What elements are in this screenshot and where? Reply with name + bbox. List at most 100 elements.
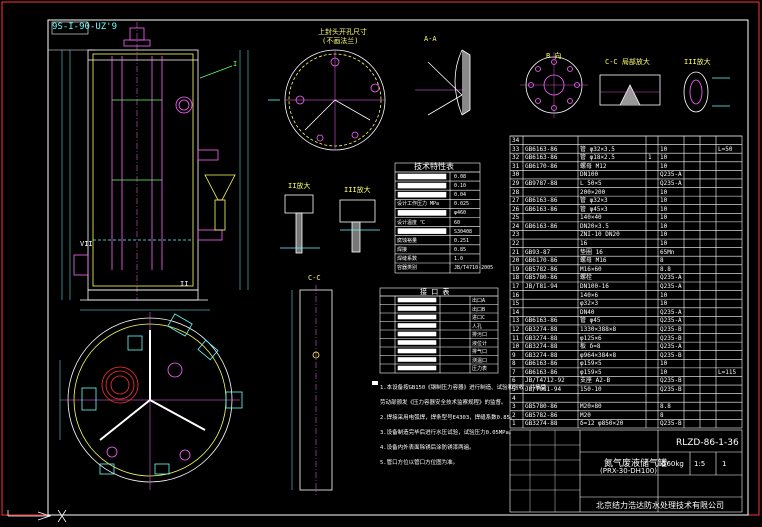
view-cc-support[interactable] xyxy=(291,285,333,495)
bom-cell: Q235-A xyxy=(660,171,682,179)
bom-cell: 16 xyxy=(512,291,520,299)
bom-cell: GB93-87 xyxy=(525,248,551,256)
bom-cell: 5 xyxy=(512,386,516,394)
bom-cell: 10 xyxy=(660,222,668,230)
nozzle-table xyxy=(379,287,499,374)
bom-cell: Q235-A xyxy=(660,274,682,282)
view-aa[interactable] xyxy=(415,49,471,116)
bom-cell: 板 δ=8 xyxy=(580,343,601,351)
bom-cell: 10 xyxy=(660,368,668,376)
bom-cell: 140×6 xyxy=(580,291,599,299)
bom-cell: 管 φ32×3.5 xyxy=(580,145,615,153)
bom-cell: Q235-B xyxy=(660,334,682,342)
note-line: 4.设备内外表面除锈后涂防锈漆两遍。 xyxy=(380,445,475,451)
bom-cell: 27 xyxy=(512,197,520,205)
nozzle-row-label: 进口C xyxy=(472,315,486,321)
bom-cell: GB5782-86 xyxy=(525,265,558,273)
bom-cell: Q235-B xyxy=(660,351,682,359)
view-b-flange[interactable] xyxy=(520,52,588,118)
sheet-label: 1 xyxy=(722,460,727,468)
plan-view-nozzle-orientation[interactable] xyxy=(59,312,243,490)
bom-cell: 10 xyxy=(660,231,668,239)
bom-cell: Q235-A xyxy=(660,343,682,351)
bom-cell: δ=12 φ850×20 xyxy=(580,420,624,428)
bom-cell: GB6170-86 xyxy=(525,257,558,265)
bom-cell: 13 xyxy=(512,317,520,325)
bom-cell: 1330×388×8 xyxy=(580,325,617,333)
note-line: 1.本设备按GB150《钢制压力容器》进行制造、试验和验收，并接受 xyxy=(380,385,547,391)
nozzle-row-label: 排气口 xyxy=(472,349,488,355)
bom-cell: 管 φ45×3 xyxy=(580,205,608,213)
nozzle-table-title: 接 口 表 xyxy=(420,288,450,296)
bom-cell: 32 xyxy=(512,154,520,162)
tech-row-value: 0.025 xyxy=(454,201,470,208)
tech-row-value: 60 xyxy=(454,219,461,226)
view-cc-weld-detail[interactable] xyxy=(599,74,661,106)
title-main: 氮气废液储气罐 xyxy=(604,459,668,469)
bom-cell: 10 xyxy=(660,205,668,213)
bom-cell: GB3274-88 xyxy=(525,325,558,333)
nozzle-row-label: 出口A xyxy=(472,298,486,304)
bom-cell: Q235-B xyxy=(660,386,682,394)
bom-cell: 24 xyxy=(512,222,520,230)
bom-cell: 8 xyxy=(660,411,664,419)
bom-cell: φ125×6 xyxy=(580,334,602,342)
bom-cell: GB3274-88 xyxy=(525,420,558,428)
front-view-tank[interactable] xyxy=(61,22,249,311)
bom-cell: GB6163-86 xyxy=(525,360,558,368)
bom-cell: Q235-B xyxy=(660,325,682,333)
bom-cell: 10 xyxy=(660,197,668,205)
bom-cell: 33 xyxy=(512,145,520,153)
nozzle-row-label: 测温口 xyxy=(472,357,488,364)
tech-row-name: 设计工作压力 MPa xyxy=(397,201,440,208)
bom-cell: 3 xyxy=(512,403,516,411)
tech-row-value: φ460 xyxy=(454,210,467,217)
tech-row-value: 0.04 xyxy=(454,192,467,199)
bom-cell: 螺母 M16 xyxy=(580,257,607,265)
bom-cell: GB6163-86 xyxy=(525,368,558,376)
tech-row-value: 0.08 xyxy=(454,174,467,180)
bom-cell: 10 xyxy=(660,162,668,170)
bom-cell: M16×60 xyxy=(580,265,602,273)
view-iii-detail-top[interactable] xyxy=(683,71,730,113)
view-ii-detail[interactable] xyxy=(280,194,320,254)
bom-cell: DN40 xyxy=(580,308,595,316)
top-head-opening-view[interactable] xyxy=(268,49,386,151)
bom-cell: 螺栓 xyxy=(580,274,593,282)
tech-characteristics-table xyxy=(394,162,481,274)
bom-cell: 11 xyxy=(512,334,520,342)
callout-i: I xyxy=(233,60,238,68)
bom-cell: L=50 xyxy=(718,145,733,153)
bom-cell: 17 xyxy=(512,283,520,290)
tech-row-value: JB/T4710-2005 xyxy=(454,265,494,271)
view-iii-detail[interactable] xyxy=(339,199,380,253)
ucs-icon xyxy=(7,509,67,523)
nozzle-row-bar xyxy=(397,348,437,354)
bom-cell: Q235-A xyxy=(660,317,682,325)
title-block xyxy=(509,429,743,513)
bom-cell: 管 φ45 xyxy=(580,317,601,325)
tech-row-bar xyxy=(397,228,447,234)
bom-cell: GB6170-86 xyxy=(525,162,558,170)
bom-cell: GB3274-88 xyxy=(525,343,558,351)
bom-cell: 10 xyxy=(660,360,668,368)
drawing-number: RLZD-86-1-36 xyxy=(676,438,739,448)
bom-cell: GB6163-86 xyxy=(525,222,558,230)
nozzle-row-label: 液位计 xyxy=(472,340,488,347)
bom-cell: Q235-B xyxy=(660,377,682,385)
callout-ii: II xyxy=(180,280,189,288)
rotated-drawing-number: 9S-I-90-UZ'9 xyxy=(52,22,118,32)
note-line: 2.焊接采用电弧焊，焊条型号E4303，焊缝系数0.85。 xyxy=(380,415,516,421)
bom-cell: GB3274-88 xyxy=(525,334,558,342)
bom-cell: φ159×5 xyxy=(580,368,602,376)
bill-of-materials-table xyxy=(509,135,743,429)
bom-cell: 垫圈 16 xyxy=(580,248,603,256)
bom-cell: 10 xyxy=(660,300,668,308)
tech-table-title: 技术特性表 xyxy=(414,162,454,171)
bom-cell: φ159×5 xyxy=(580,360,602,368)
nozzle-row-label: 压力表 xyxy=(472,366,488,372)
bom-cell: 65Mn xyxy=(660,248,675,256)
bom-cell: 140×40 xyxy=(580,214,602,222)
bom-cell: 6 xyxy=(512,377,516,385)
